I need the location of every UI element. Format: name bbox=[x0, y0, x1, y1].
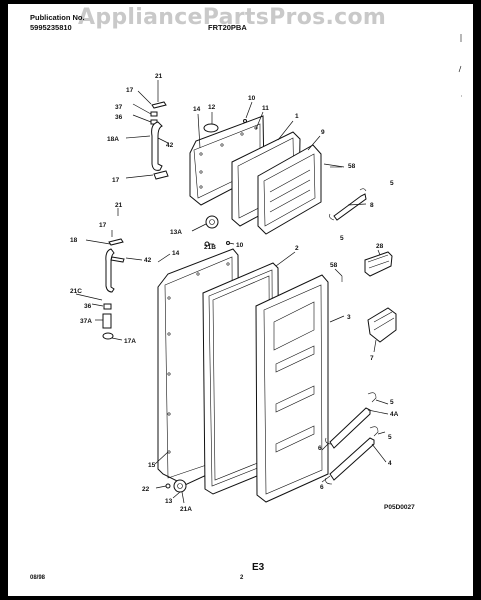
callout: 17 bbox=[126, 87, 134, 94]
dairy-door-detail bbox=[367, 254, 390, 269]
callout: 2 bbox=[295, 245, 299, 252]
callout: 17A bbox=[124, 338, 136, 345]
bottom-hinge-13 bbox=[173, 479, 187, 493]
spacer-36 bbox=[103, 303, 112, 310]
exploded-view-drawing: 21 17 37 36 18A 42 17 14 12 10 11 1 9 58… bbox=[70, 34, 462, 513]
model-number: FRT20PBA bbox=[208, 23, 247, 32]
hinge-block-37a bbox=[102, 313, 112, 329]
callout: 3 bbox=[347, 314, 351, 321]
fresh-food-top-hinge bbox=[108, 238, 124, 246]
callout: 17 bbox=[99, 222, 107, 229]
freezer-shelf-bar bbox=[333, 193, 367, 221]
callout: 8 bbox=[370, 202, 374, 209]
screw-22 bbox=[165, 483, 171, 489]
watermark: AppliancePartsPros.com bbox=[78, 5, 387, 30]
callout: 5 bbox=[388, 434, 392, 441]
callout: 18A bbox=[107, 136, 119, 143]
freezer-liner-recess bbox=[263, 153, 316, 227]
callout: 36 bbox=[115, 114, 123, 121]
callout: 14 bbox=[172, 250, 180, 257]
screw-10-upper bbox=[243, 119, 247, 123]
fresh-food-liner-recess bbox=[263, 284, 323, 495]
washer-17a bbox=[102, 332, 114, 340]
footer-date: 08/98 bbox=[30, 575, 46, 581]
handle-end-cap bbox=[153, 170, 169, 180]
publication-number: 5995235810 bbox=[30, 23, 72, 32]
fresh-food-handle bbox=[105, 248, 115, 293]
freezer-door-liner bbox=[257, 144, 322, 235]
callout: 18 bbox=[70, 237, 78, 244]
shelf-bar-clip-left bbox=[329, 213, 335, 221]
callout: 10 bbox=[248, 95, 256, 102]
door-shelf-bar-4 bbox=[329, 437, 375, 481]
hinge-spacer bbox=[150, 111, 158, 117]
callout: 42 bbox=[166, 142, 174, 149]
diagram-id: P05D0027 bbox=[384, 504, 415, 511]
shelf-bar-clip bbox=[359, 188, 367, 192]
callout: 6 bbox=[320, 484, 324, 491]
callout: 42 bbox=[144, 257, 152, 264]
callout: 21C bbox=[70, 288, 82, 295]
callout: 21A bbox=[180, 506, 192, 513]
handle-cap-42 bbox=[110, 256, 125, 263]
callout: 1 bbox=[295, 113, 299, 120]
freezer-door-screw-holes bbox=[199, 126, 258, 189]
callout: 4 bbox=[388, 460, 392, 467]
callout-labels: 21 17 37 36 18A 42 17 14 12 10 11 1 9 58… bbox=[70, 73, 415, 513]
corner-mark bbox=[458, 34, 462, 97]
callout: 9 bbox=[321, 129, 325, 136]
footer-page: 2 bbox=[240, 575, 244, 581]
callout: 28 bbox=[376, 243, 384, 250]
callout: 58 bbox=[330, 262, 338, 269]
bottom-hinge-upper bbox=[205, 215, 219, 229]
callout: 15 bbox=[148, 462, 156, 469]
callout: 7 bbox=[370, 355, 374, 362]
callout: 36 bbox=[84, 303, 92, 310]
callout: 12 bbox=[208, 104, 216, 111]
callout: 14 bbox=[193, 106, 201, 113]
liner-dairy-compartment bbox=[273, 301, 315, 351]
callout: 6 bbox=[318, 445, 322, 452]
callout: 17 bbox=[112, 177, 120, 184]
liner-shelf-3 bbox=[275, 425, 315, 453]
callout: 21B bbox=[204, 244, 216, 251]
callout: 10 bbox=[236, 242, 244, 249]
callout: 5 bbox=[390, 399, 394, 406]
callout: 13A bbox=[170, 229, 182, 236]
parts-diagram-sheet: AppliancePartsPros.com Publication No. 5… bbox=[8, 4, 473, 596]
liner-shelf-1 bbox=[275, 345, 315, 373]
dairy-door-28 bbox=[364, 251, 393, 277]
callout: 4A bbox=[390, 411, 399, 418]
publication-label: Publication No. bbox=[30, 13, 85, 22]
shelf-cover-detail bbox=[373, 311, 395, 331]
callout: 5 bbox=[340, 235, 344, 242]
callout: 13 bbox=[165, 498, 173, 505]
hinge-cover-plate bbox=[203, 123, 219, 133]
callout: 58 bbox=[348, 163, 356, 170]
callout: 37 bbox=[115, 104, 123, 111]
callout: 37A bbox=[80, 318, 92, 325]
top-hinge bbox=[151, 101, 167, 109]
callout: 21 bbox=[155, 73, 163, 80]
shelf-bar-4a-clip-bottom bbox=[325, 437, 333, 445]
bottom-hinge-center bbox=[209, 219, 215, 225]
callout: 11 bbox=[262, 105, 269, 112]
callout: 21 bbox=[115, 202, 123, 209]
leader-lines bbox=[75, 80, 389, 504]
callout: 5 bbox=[390, 180, 394, 187]
bottom-hinge-13-center bbox=[177, 483, 183, 489]
callout: 22 bbox=[142, 486, 150, 493]
door-shelf-bar-4a bbox=[329, 407, 371, 449]
shelf-bar-4a-clip-top bbox=[367, 392, 377, 403]
footer-section: E3 bbox=[252, 562, 265, 573]
shelf-bar-4-clip-top bbox=[369, 426, 379, 437]
freezer-liner-shelves bbox=[269, 169, 311, 213]
liner-shelf-2 bbox=[275, 385, 315, 413]
freezer-handle bbox=[151, 121, 163, 171]
